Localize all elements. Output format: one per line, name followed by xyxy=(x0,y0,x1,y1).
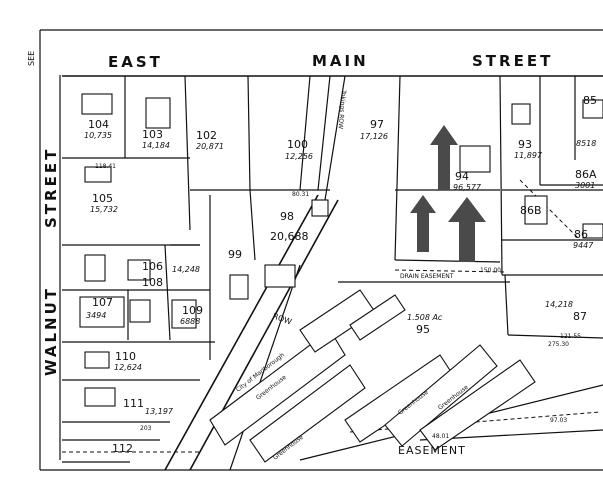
parcel-108: 108 xyxy=(142,276,163,289)
parcel-86a: 86A xyxy=(575,168,597,181)
arrow-icon xyxy=(448,197,486,262)
parcel-105: 105 xyxy=(92,192,113,205)
dim-275: 275.30 xyxy=(548,341,569,348)
parcel-86: 86 xyxy=(574,228,588,241)
buildings xyxy=(79,93,603,463)
street-labels: EAST MAIN STREET SEE WALNUT STREET xyxy=(27,51,553,376)
parcel-93: 93 xyxy=(518,138,532,151)
street-label-walnut: WALNUT xyxy=(42,286,60,376)
parcel-labels: 104 10,735 103 14,184 102 20,871 100 12,… xyxy=(84,94,597,455)
easement-lines xyxy=(62,179,601,453)
parcel-107: 107 xyxy=(92,296,113,309)
street-label-see: SEE xyxy=(27,51,36,66)
parcel-87: 87 xyxy=(573,310,587,323)
dim-121: 121.55 xyxy=(560,333,581,340)
dim-97: 97.03 xyxy=(550,417,567,424)
dim-203: 203 xyxy=(140,425,152,432)
street-label-street-top: STREET xyxy=(472,52,553,70)
area-103: 14,184 xyxy=(142,141,170,150)
tokings-row-label: Tokings ROW xyxy=(337,89,347,129)
arrow-icon xyxy=(410,195,436,252)
parcel-97: 97 xyxy=(370,118,384,131)
street-label-street-left: STREET xyxy=(42,147,60,228)
parcel-112: 112 xyxy=(112,442,133,455)
area-111: 13,197 xyxy=(145,407,174,416)
area-106: 14,248 xyxy=(172,265,200,274)
area-86a: 3001 xyxy=(575,181,595,190)
street-label-main: MAIN xyxy=(312,52,369,70)
easement-label: EASEMENT xyxy=(398,444,466,457)
parcel-111: 111 xyxy=(123,397,144,410)
parcel-99: 99 xyxy=(228,248,242,261)
parcel-109: 109 xyxy=(182,304,203,317)
map-frame xyxy=(39,29,603,471)
dim-80: 80.31 xyxy=(292,191,309,198)
parcel-85: 85 xyxy=(583,94,597,107)
area-95: 1.508 Ac xyxy=(407,313,443,322)
area-107: 3494 xyxy=(86,311,106,320)
row-label: ROW xyxy=(271,311,293,326)
parcel-110: 110 xyxy=(115,350,136,363)
parcel-103: 103 xyxy=(142,128,163,141)
area-98: 20,688 xyxy=(270,230,309,243)
area-109: 6888 xyxy=(180,317,200,326)
street-label-east: EAST xyxy=(108,53,163,71)
parcel-102: 102 xyxy=(196,129,217,142)
parcel-95: 95 xyxy=(416,323,430,336)
parcel-104: 104 xyxy=(88,118,109,131)
drain-easement-label: DRAIN EASEMENT xyxy=(400,273,454,280)
direction-arrows xyxy=(410,125,486,262)
dim-118: 118.41 xyxy=(95,163,116,170)
area-110: 12,624 xyxy=(114,363,142,372)
area-87: 14,218 xyxy=(545,300,573,309)
area-100: 12,256 xyxy=(285,152,313,161)
area-94: 96,577 xyxy=(453,183,482,192)
area-93: 11,897 xyxy=(514,151,543,160)
area-104: 10,735 xyxy=(84,131,112,140)
parcel-86b: 86B xyxy=(520,204,542,217)
parcel-100: 100 xyxy=(287,138,308,151)
area-102: 20,871 xyxy=(196,142,224,151)
area-97: 17,126 xyxy=(360,132,388,141)
parcel-98: 98 xyxy=(280,210,294,223)
parcel-106: 106 xyxy=(142,260,163,273)
arrow-icon xyxy=(430,125,458,190)
dimension-labels: 48.01 275.30 121.55 80.31 203 118.41 97.… xyxy=(95,163,581,440)
parcel-94: 94 xyxy=(455,170,469,183)
area-85: 8518 xyxy=(576,139,596,148)
dim-150: 150.00 xyxy=(480,267,501,274)
dim-48: 48.01 xyxy=(432,433,449,440)
area-105: 15,732 xyxy=(90,205,118,214)
area-86: 9447 xyxy=(573,241,594,250)
